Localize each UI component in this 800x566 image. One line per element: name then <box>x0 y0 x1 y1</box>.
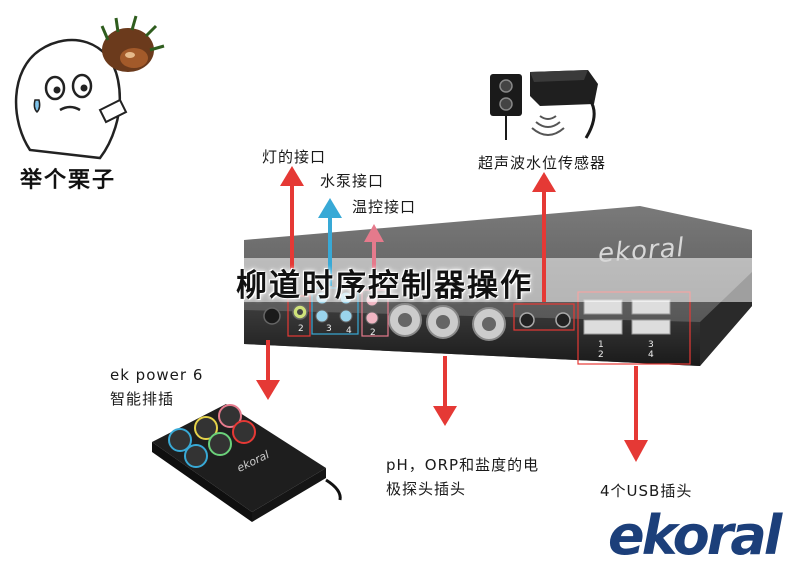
bnc-connectors <box>388 303 506 341</box>
chestnut-face-icon <box>14 15 165 160</box>
device-brand-text: ekoral <box>597 233 686 269</box>
arrow-pump-port <box>318 198 342 286</box>
usb-number-4: 4 <box>648 350 654 360</box>
label-power-strip-desc: 智能排插 <box>110 390 175 408</box>
port-number-pump-2: 4 <box>346 326 352 336</box>
power-strip-image <box>152 404 342 522</box>
label-light-port: 灯的接口 <box>262 148 327 166</box>
arrow-light-port <box>280 166 304 294</box>
port-number-light: 2 <box>298 324 304 334</box>
usb-ports <box>583 299 671 335</box>
label-pump-port: 水泵接口 <box>320 172 385 190</box>
arrow-temp-port <box>364 224 384 288</box>
ultrasonic-sensor-image <box>490 70 598 140</box>
usb-number-3: 3 <box>648 340 654 350</box>
arrow-ultrasonic <box>532 172 556 302</box>
usb-number-1: 1 <box>598 340 604 350</box>
arrow-ph-orp <box>433 356 457 426</box>
label-ph-orp-line2: 极探头插头 <box>386 480 467 498</box>
label-ultrasonic-sensor: 超声波水位传感器 <box>478 154 607 172</box>
arrow-usb <box>624 366 648 462</box>
port-number-temp: 2 <box>370 328 376 338</box>
banner-band <box>0 258 800 302</box>
ekoral-logo: ekoral <box>608 504 782 566</box>
label-temp-port: 温控接口 <box>352 198 417 216</box>
port-number-pump: 3 <box>326 324 332 334</box>
label-ph-orp-line1: pH，ORP和盐度的电 <box>386 456 540 474</box>
meme-caption: 举个栗子 <box>20 168 117 193</box>
label-power-strip-name: ek power 6 <box>110 366 204 384</box>
usb-number-2: 2 <box>598 350 604 360</box>
arrow-power-strip <box>256 340 280 400</box>
banner-title: 柳道时序控制器操作 <box>236 268 533 304</box>
label-usb: 4个USB插头 <box>600 482 693 500</box>
